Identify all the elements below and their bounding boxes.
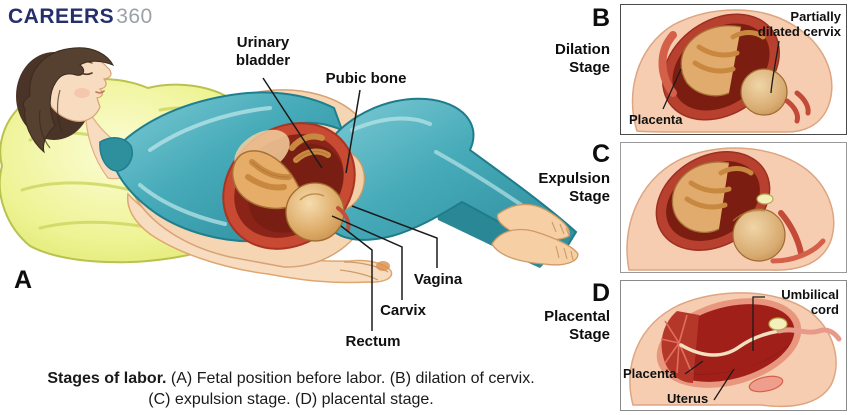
label-rectum: Rectum — [345, 333, 401, 350]
stage-c-name: Expulsion Stage — [538, 170, 610, 205]
caption-lead: Stages of labor. — [47, 370, 167, 387]
face — [22, 47, 115, 154]
fetus-head — [285, 182, 345, 242]
panel-c-expulsion-stage — [620, 142, 847, 273]
label-vagina: Vagina — [413, 271, 463, 288]
leader-lines — [262, 77, 438, 331]
label-placenta-d: Placenta — [623, 366, 677, 381]
panel-a-letter: A — [14, 266, 33, 294]
panel-c-letter: C — [591, 140, 610, 168]
panel-d-letter: D — [591, 279, 610, 307]
careers360-logo: CAREERS360 — [8, 5, 153, 29]
uterus-cutaway — [222, 122, 356, 250]
logo-suffix-text: 360 — [116, 5, 153, 28]
panel-b-letter: B — [591, 4, 610, 32]
caption-line-1: Stages of labor. (A) Fetal position befo… — [10, 368, 572, 389]
stage-b-name: Dilation Stage — [555, 41, 610, 76]
label-placenta-b: Placenta — [629, 112, 683, 127]
label-uterus: Uterus — [667, 391, 709, 406]
panel-b-dilation-stage: Partially dilated cervix Placenta — [620, 4, 847, 135]
panel-d-placental-stage: Umbilical cord Placenta Uterus — [620, 280, 847, 411]
panel-b-art — [631, 9, 833, 133]
label-urinary-bladder: Urinary bladder — [235, 34, 291, 69]
caption-line1-rest: (A) Fetal position before labor. (B) dil… — [166, 370, 535, 387]
label-umbilical-cord: Umbilical cord — [781, 287, 839, 318]
caption-line-2: (C) expulsion stage. (D) placental stage… — [148, 391, 434, 408]
main-illustration — [0, 47, 579, 331]
feet — [491, 203, 579, 266]
label-partially-dilated-cervix: Partially dilated cervix — [757, 9, 841, 40]
woman-figure — [16, 47, 579, 331]
figure-caption: Stages of labor. (A) Fetal position befo… — [10, 368, 572, 410]
stage-d-name: Placental Stage — [544, 308, 610, 343]
panel-c-art — [626, 147, 835, 271]
tank-top — [99, 91, 344, 243]
label-carvix: Carvix — [380, 302, 426, 319]
label-pubic-bone: Pubic bone — [325, 70, 407, 87]
panel-d-art — [629, 292, 842, 408]
logo-brand-text: CAREERS — [8, 5, 115, 28]
